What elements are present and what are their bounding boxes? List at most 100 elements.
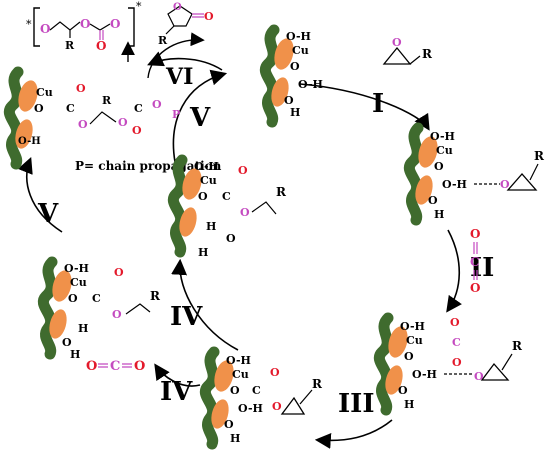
svg-text:O: O: [96, 39, 106, 53]
svg-text:O: O: [500, 178, 510, 191]
svg-text:O: O: [470, 281, 480, 295]
arrow-step-II: [446, 229, 462, 313]
carbonate-complex: O-H Cu O C O O H O H R: [173, 160, 287, 259]
svg-text:O: O: [76, 82, 86, 95]
svg-text:O: O: [474, 370, 484, 383]
svg-text:H: H: [206, 220, 216, 233]
svg-text:O-H: O-H: [430, 130, 455, 143]
svg-text:O-H: O-H: [18, 136, 41, 147]
svg-text:O: O: [230, 384, 240, 397]
svg-text:R: R: [512, 339, 523, 353]
step-label-V-left: V: [37, 199, 59, 229]
svg-text:O: O: [80, 17, 90, 31]
svg-text:O: O: [110, 17, 120, 31]
svg-text:O: O: [238, 164, 248, 177]
svg-text:H: H: [290, 106, 300, 119]
svg-text:O-H: O-H: [286, 30, 311, 43]
svg-text:O-H: O-H: [64, 262, 89, 275]
arrow-step-I: [299, 83, 430, 131]
svg-text:O: O: [284, 94, 294, 107]
svg-text:O: O: [62, 336, 72, 349]
svg-text:O: O: [86, 359, 97, 374]
svg-text:O: O: [450, 316, 460, 329]
svg-text:O-H: O-H: [442, 178, 467, 191]
step-label-IV-upper: IV: [170, 302, 203, 332]
svg-text:O-H: O-H: [194, 160, 219, 173]
svg-text:P: P: [172, 108, 180, 121]
arrow-step-V-left: [17, 157, 63, 233]
step-label-IV-lower: IV: [160, 377, 193, 407]
svg-text:C: C: [110, 359, 120, 374]
svg-text:O: O: [173, 2, 182, 13]
svg-text:O: O: [428, 194, 438, 207]
svg-text:O-H: O-H: [298, 78, 323, 91]
svg-text:C: C: [452, 336, 461, 349]
svg-text:C: C: [66, 102, 75, 115]
arrow-step-IV-lower: [154, 363, 201, 387]
alkoxide-intermediate: O-H Cu O C O O H O H R: [43, 262, 161, 361]
svg-text:O: O: [78, 118, 88, 131]
svg-text:R: R: [65, 39, 75, 52]
svg-text:O: O: [270, 366, 280, 379]
arrow-step-VI: [147, 51, 223, 71]
co2-incoming: O C O: [86, 359, 145, 374]
step-label-I: I: [372, 89, 384, 119]
catalyst-epoxide-complex: O-H Cu O O-H O H O R: [409, 128, 545, 221]
catalyst-free: O-H Cu O O-H O H: [265, 30, 323, 122]
svg-text:O: O: [404, 350, 414, 363]
svg-text:H: H: [78, 322, 88, 335]
svg-text:O: O: [114, 266, 124, 279]
svg-text:O: O: [34, 102, 44, 115]
svg-text:O: O: [392, 36, 402, 49]
ring-opening-intermediate: O-H Cu O C O O O-H O H R: [205, 352, 323, 445]
svg-text:R: R: [102, 94, 112, 107]
svg-text:Cu: Cu: [436, 144, 453, 157]
svg-text:O-H: O-H: [226, 354, 251, 367]
arrow-step-V-upper: [172, 69, 228, 163]
svg-text:O: O: [198, 190, 208, 203]
svg-text:Cu: Cu: [200, 174, 217, 187]
svg-text:C: C: [92, 292, 101, 305]
svg-text:O: O: [40, 22, 50, 36]
svg-text:O: O: [434, 160, 444, 173]
svg-text:Cu: Cu: [36, 86, 53, 99]
svg-text:*: *: [26, 18, 32, 31]
svg-text:R: R: [312, 377, 323, 391]
svg-text:O: O: [272, 400, 282, 413]
svg-text:R: R: [158, 34, 168, 47]
epoxide-reactant: O R: [382, 36, 433, 65]
svg-text:O: O: [224, 418, 234, 431]
arrow-VI-release: [147, 32, 205, 79]
svg-text:O: O: [290, 60, 300, 73]
arrow-step-III: [314, 419, 393, 449]
svg-text:O: O: [68, 292, 78, 305]
cyclic-carbonate: O O R: [158, 2, 214, 47]
step-label-V-upper: V: [189, 103, 211, 133]
step-label-VI: VI: [165, 64, 193, 90]
svg-text:O: O: [470, 227, 480, 241]
svg-text:H: H: [404, 398, 414, 411]
svg-text:C: C: [252, 384, 261, 397]
svg-text:O-H: O-H: [400, 320, 425, 333]
svg-text:Cu: Cu: [70, 276, 87, 289]
svg-text:R: R: [534, 149, 545, 163]
svg-text:O: O: [398, 384, 408, 397]
arrow-step-IV-upper: [171, 258, 239, 351]
svg-text:Cu: Cu: [292, 44, 309, 57]
svg-text:R: R: [422, 47, 433, 61]
svg-text:C: C: [134, 102, 143, 115]
svg-text:O: O: [152, 98, 162, 111]
svg-text:O: O: [118, 116, 128, 129]
svg-text:H: H: [230, 432, 240, 445]
catalyst-co2-epoxide-complex: O-H Cu O O-H O H O C O O R: [379, 316, 523, 411]
svg-text:O-H: O-H: [238, 402, 263, 415]
svg-text:H: H: [198, 246, 208, 259]
svg-text:Cu: Cu: [232, 368, 249, 381]
svg-text:*: *: [136, 0, 142, 13]
polycarbonate-repeat-unit: * * O R O O O: [26, 0, 142, 53]
svg-text:O: O: [452, 356, 462, 369]
svg-text:O: O: [132, 124, 142, 137]
svg-text:O-H: O-H: [412, 368, 437, 381]
svg-text:H: H: [434, 208, 444, 221]
